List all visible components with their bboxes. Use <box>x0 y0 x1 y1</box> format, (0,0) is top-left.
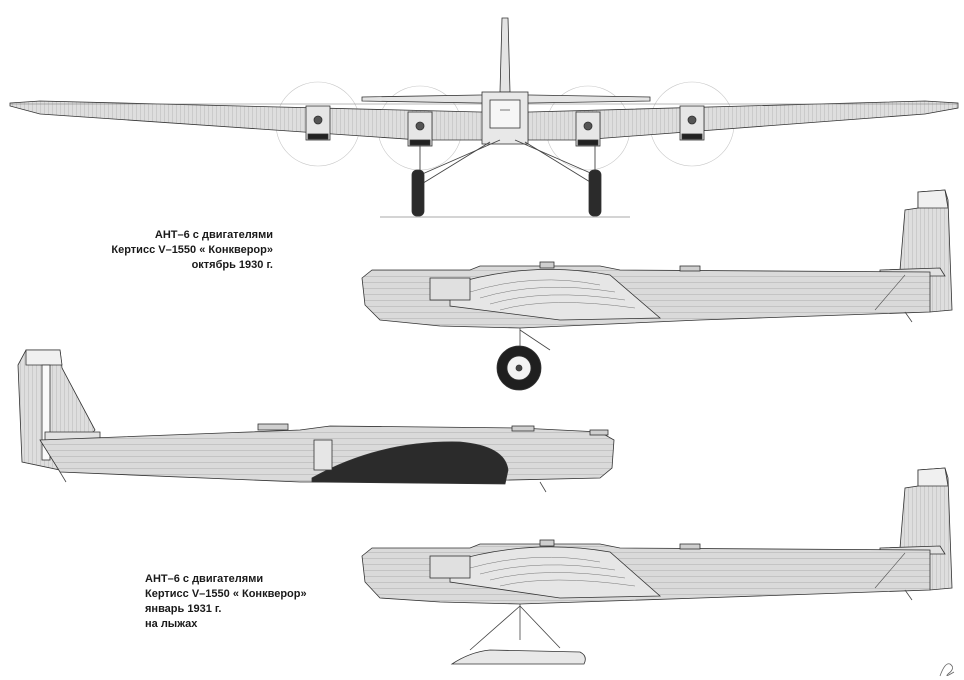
front-fin <box>499 17 511 93</box>
front-wheel-left <box>411 169 425 217</box>
side-view-left <box>17 349 615 493</box>
caption-1-line-1: АНТ–6 с двигателями <box>154 229 273 241</box>
wing-dark-section <box>311 441 509 485</box>
caption-1-line-2: Кертисс V–1550 « Конкверор» <box>111 244 273 256</box>
caption-1-line-3: октябрь 1930 г. <box>191 259 273 271</box>
caption-2-line-2: Кертисс V–1550 « Конкверор» <box>145 588 307 600</box>
front-engines <box>305 105 705 147</box>
caption-2-line-3: январь 1931 г. <box>145 603 222 615</box>
side-view-right-1931-skis <box>361 467 953 665</box>
side-view-right-1930 <box>361 189 953 391</box>
caption-variant-1: АНТ–6 с двигателями Кертисс V–1550 « Кон… <box>95 228 273 273</box>
front-view <box>9 17 959 218</box>
artist-signature-mark <box>939 663 955 677</box>
caption-2-line-4: на лыжах <box>145 618 198 630</box>
caption-variant-2: АНТ–6 с двигателями Кертисс V–1550 « Кон… <box>145 572 307 632</box>
front-wheel-right <box>588 169 602 217</box>
caption-2-line-1: АНТ–6 с двигателями <box>145 573 264 585</box>
ski <box>450 649 586 665</box>
